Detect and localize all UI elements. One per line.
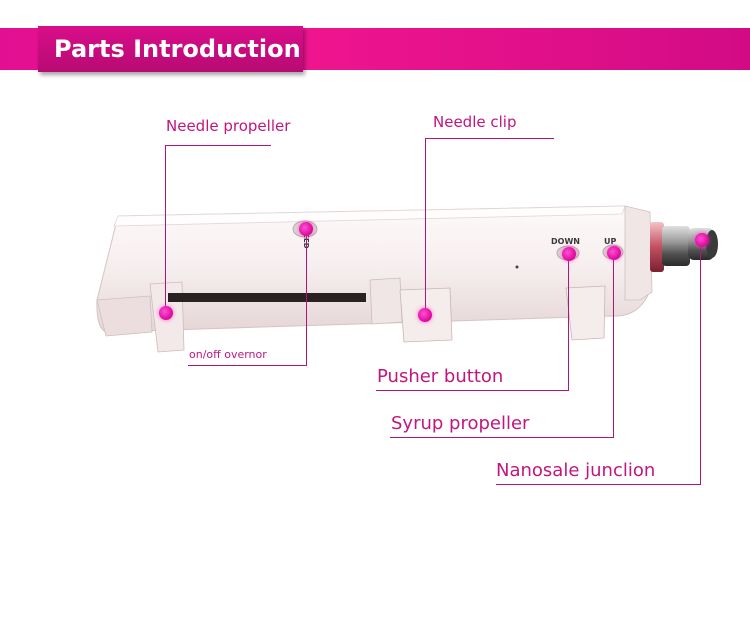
page-title: Parts Introduction — [38, 26, 303, 72]
device-top-edge — [113, 205, 626, 227]
indicator-dot — [515, 265, 519, 269]
device-tail — [624, 205, 653, 301]
device-front-step — [96, 295, 153, 337]
leader-needle-propeller-v — [165, 145, 166, 313]
leader-needle-clip-h — [425, 138, 554, 139]
connector-face — [706, 230, 718, 258]
connector-ring — [650, 222, 664, 272]
propeller-slot — [168, 293, 366, 302]
right-foot — [565, 285, 606, 341]
marker-needle-propeller — [159, 306, 173, 320]
leader-syrup-h — [390, 437, 614, 438]
connector-barrel — [662, 226, 690, 266]
label-pusher-button: Pusher button — [377, 366, 504, 387]
leader-needle-propeller-h — [165, 145, 271, 146]
marker-needle-clip — [418, 308, 432, 322]
marker-down — [562, 247, 576, 261]
label-on-off: on/off overnor — [189, 348, 267, 361]
up-text: UP — [604, 237, 617, 246]
leader-pusher-h — [376, 390, 569, 391]
leader-nanosale-h — [496, 484, 701, 485]
down-text: DOWN — [551, 237, 580, 246]
marker-nanosale — [695, 233, 709, 247]
label-nanosale-junction: Nanosale junclion — [496, 460, 656, 481]
marker-up — [607, 246, 621, 260]
label-syrup-propeller: Syrup propeller — [391, 413, 530, 434]
leader-pusher-v — [568, 253, 569, 391]
leader-syrup-v — [613, 252, 614, 438]
label-needle-propeller: Needle propeller — [166, 117, 291, 135]
center-block — [369, 277, 403, 325]
leader-nanosale-v — [700, 240, 701, 485]
marker-speed — [299, 222, 313, 236]
leader-on-off-v — [306, 229, 307, 366]
label-needle-clip: Needle clip — [433, 113, 517, 131]
leader-on-off-h — [188, 365, 307, 366]
leader-needle-clip-v — [425, 138, 426, 315]
